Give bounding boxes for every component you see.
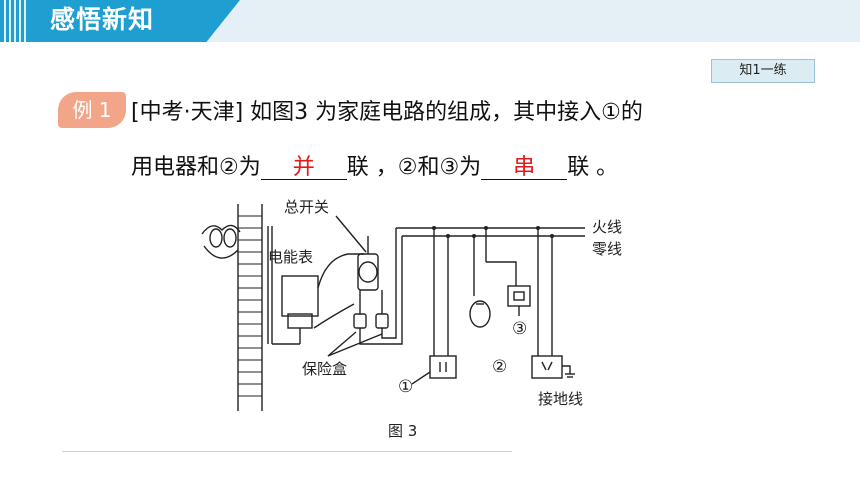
circuit-figure: 总开关 电能表 火线 零线 保险盒 接地线 ① ② ③ 图 3	[201, 198, 622, 440]
neutral-wire-label: 零线	[592, 240, 622, 258]
meter-label: 电能表	[268, 248, 313, 266]
ground-label: 接地线	[538, 390, 583, 408]
main-switch-label: 总开关	[284, 198, 329, 216]
question-text-b: 联 ，②和③为	[346, 155, 482, 180]
answer-1: 并	[292, 155, 315, 180]
live-wire-label: 火线	[592, 218, 622, 236]
title-box	[0, 0, 240, 42]
question-text-a: 用电器和②为	[131, 155, 261, 180]
mark-1: ①	[398, 377, 413, 397]
question-line-1: [中考·天津] 如图3 为家庭电路的组成，其中接入①的	[131, 100, 643, 125]
page-title: 感悟新知	[50, 5, 155, 34]
answer-blank-1: 并	[260, 153, 347, 180]
question-line-2: 用电器和②为 并 联 ，②和③为 串 联 。	[131, 152, 618, 184]
question-text-c: 联 。	[567, 155, 619, 180]
practice-tag[interactable]: 知1一练	[711, 59, 815, 83]
example-badge: 例 1	[58, 92, 126, 128]
fuse-box-label: 保险盒	[302, 360, 347, 378]
divider	[62, 451, 512, 452]
figure-caption: 图 3	[388, 422, 417, 440]
mark-2: ②	[492, 357, 507, 377]
answer-2: 串	[513, 155, 536, 180]
title-stripes	[4, 0, 38, 42]
mark-3: ③	[512, 319, 527, 339]
answer-blank-2: 串	[481, 153, 568, 180]
